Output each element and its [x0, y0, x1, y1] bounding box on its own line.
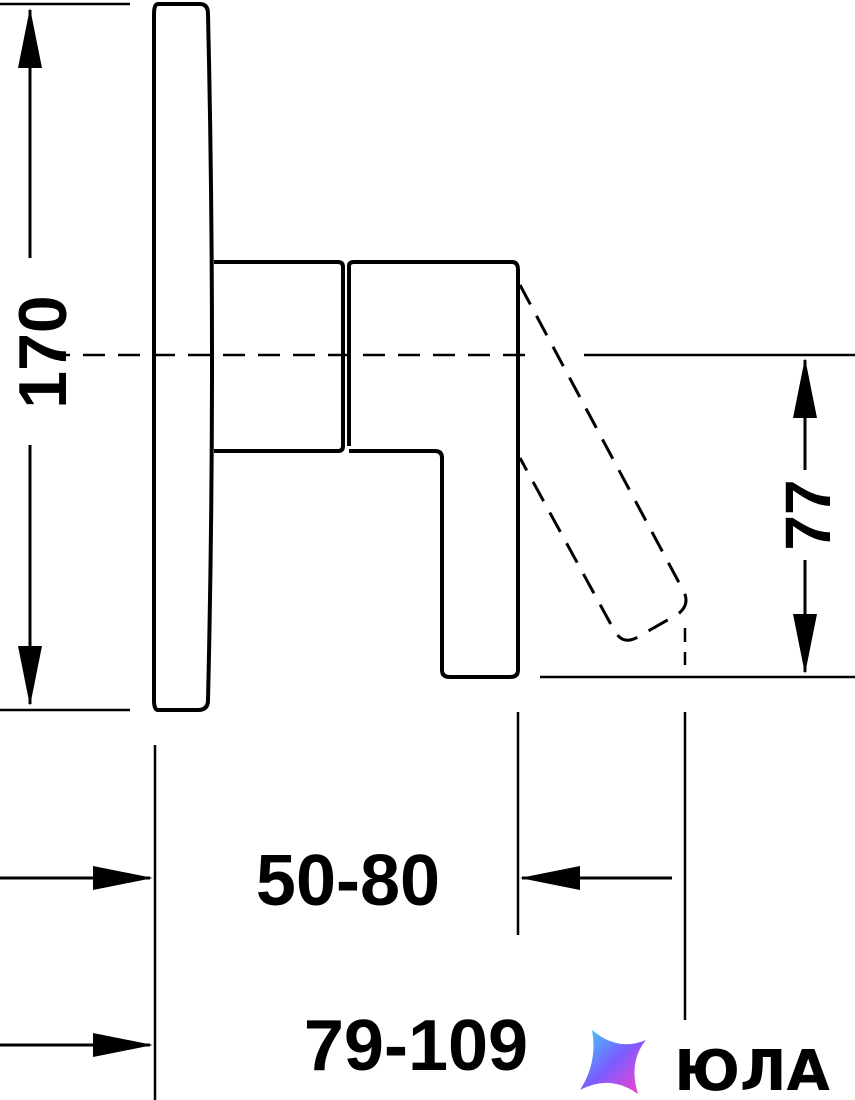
dim-label-170: 170	[5, 295, 81, 408]
dimension-77	[793, 358, 817, 674]
cover-plate	[152, 2, 214, 712]
dim-label-79-109: 79-109	[304, 1006, 528, 1086]
lever-handle	[347, 260, 520, 679]
lever-alternate-position	[518, 284, 688, 642]
mixer-body	[214, 260, 345, 453]
dim-label-77: 77	[772, 479, 844, 550]
dimension-170	[18, 8, 42, 706]
watermark-logo: ЮЛА	[580, 1030, 830, 1100]
dimension-50-80	[0, 866, 672, 890]
dim-label-50-80: 50-80	[256, 841, 440, 921]
dimension-79-109	[0, 1033, 153, 1057]
logo-star-icon	[580, 1030, 646, 1094]
watermark-brand-text: ЮЛА	[674, 1039, 830, 1100]
